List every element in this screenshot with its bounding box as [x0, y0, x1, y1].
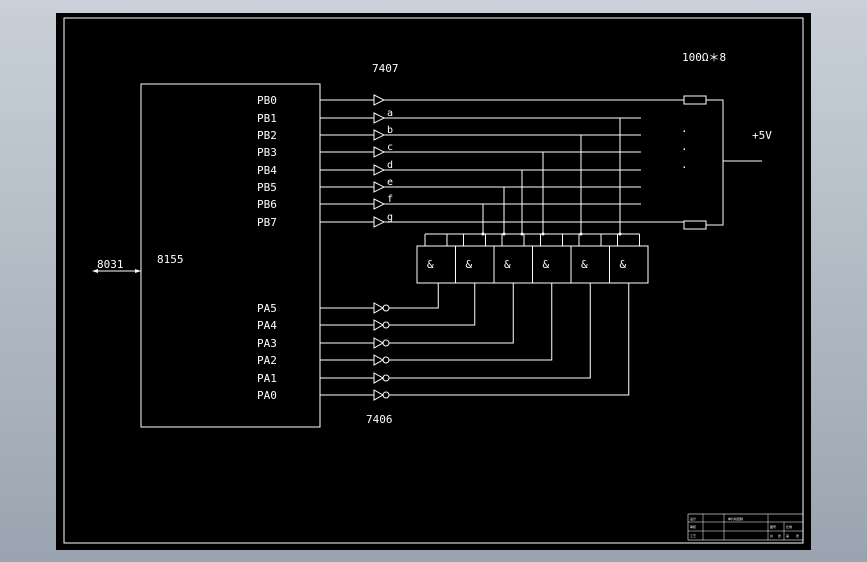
- pa-pin-label: PA1: [257, 372, 277, 385]
- and-gate: [416, 245, 456, 284]
- pb-pin-label: PB3: [257, 146, 277, 159]
- and-gate-group: &&&&&&: [416, 118, 649, 284]
- drawing-frame: [63, 17, 804, 544]
- buffer-gate: [373, 129, 386, 141]
- buffer-gate: [373, 94, 386, 106]
- segment-letter: d: [387, 160, 393, 171]
- and-gate-symbol: &: [581, 258, 588, 271]
- title-block-cell: 共: [770, 533, 773, 538]
- cpu-bus-arrow-right: [135, 269, 141, 273]
- pa-pin-label: PA4: [257, 319, 277, 332]
- and-gate: [570, 245, 610, 284]
- resistor-label: 100Ω＊8: [682, 51, 726, 64]
- supply-label: +5V: [752, 129, 772, 142]
- gate-feed-wire: [389, 283, 591, 379]
- pb-pin-label: PB7: [257, 216, 277, 229]
- cpu-bus-arrow-left: [92, 269, 98, 273]
- gate-feed-wire: [389, 283, 553, 361]
- buffer-gate: [373, 181, 386, 193]
- inverter-gate: [373, 319, 385, 331]
- and-gate: [609, 245, 649, 284]
- resistor-bottom: [683, 220, 707, 230]
- inverter-gate: [373, 389, 385, 401]
- and-gate: [493, 245, 533, 284]
- chip-8155-body: [140, 83, 321, 428]
- and-gate: [455, 245, 495, 284]
- schematic-drawing: 8155 8031 7407 7406 100Ω＊8 +5V . . . PB0…: [63, 17, 804, 544]
- title-block-cell: 张: [796, 533, 799, 538]
- segment-letter: e: [387, 177, 393, 188]
- and-gate: [532, 245, 572, 284]
- inverter-gate: [373, 354, 385, 366]
- resistor-top: [683, 95, 707, 105]
- and-gate-symbol: &: [466, 258, 473, 271]
- tap-junction: [481, 232, 485, 236]
- title-block-cell: 比例: [786, 524, 792, 529]
- chip-8155-label: 8155: [157, 253, 184, 266]
- gate-feed-wire: [389, 283, 514, 344]
- inverter-chip-label: 7406: [366, 413, 393, 426]
- and-gate-symbol: &: [543, 258, 550, 271]
- buffer-gate: [373, 198, 386, 210]
- segment-letter: a: [387, 108, 393, 119]
- title-block-cell: 审核: [690, 524, 696, 529]
- buffer-gate: [373, 146, 386, 158]
- tap-junction: [520, 232, 524, 236]
- pb-pin-label: PB2: [257, 129, 277, 142]
- pa-pin-label: PA5: [257, 302, 277, 315]
- buffer-gate: [373, 216, 386, 228]
- pa-pin-label: PA3: [257, 337, 277, 350]
- ellipsis-dot: .: [681, 140, 688, 153]
- pb-pin-label: PB6: [257, 198, 277, 211]
- pb-pin-label: PB5: [257, 181, 277, 194]
- title-block-cell: 设计: [690, 516, 696, 521]
- and-gate-symbol: &: [504, 258, 511, 271]
- ellipsis-dot: .: [681, 158, 688, 171]
- buffer-chip-label: 7407: [372, 62, 399, 75]
- gate-feed-wire: [389, 283, 630, 396]
- resistor-common-bus: [706, 99, 724, 226]
- ellipsis-dot: .: [681, 122, 688, 135]
- segment-letter: b: [387, 125, 393, 136]
- gate-feed-wire: [389, 283, 439, 309]
- title-block-cell: 工艺: [690, 533, 696, 538]
- tap-junction: [502, 232, 506, 236]
- cad-viewport[interactable]: 8155 8031 7407 7406 100Ω＊8 +5V . . . PB0…: [56, 13, 811, 550]
- inverter-gate: [373, 337, 385, 349]
- title-block-frame: [687, 513, 804, 541]
- gate-feed-wire: [389, 283, 476, 326]
- pb-pin-label: PB0: [257, 94, 277, 107]
- tap-junction: [618, 232, 622, 236]
- segment-letter: g: [387, 212, 393, 223]
- tap-junction: [541, 232, 545, 236]
- and-gate-symbol: &: [427, 258, 434, 271]
- segment-letter: c: [387, 142, 393, 153]
- pa-pin-label: PA0: [257, 389, 277, 402]
- inverter-gate: [373, 302, 385, 314]
- title-block-cell: 第: [786, 533, 789, 538]
- segment-letter: f: [387, 194, 393, 205]
- cpu-label: 8031: [97, 258, 124, 271]
- inverter-gate: [373, 372, 385, 384]
- buffer-gate: [373, 164, 386, 176]
- title-block-cell: 张: [778, 533, 781, 538]
- pb-pin-label: PB1: [257, 112, 277, 125]
- buffer-gate: [373, 112, 386, 124]
- title-block-cell: 图号: [770, 524, 776, 529]
- pb-pin-label: PB4: [257, 164, 277, 177]
- title-block-cell: 单片机控制: [728, 516, 743, 521]
- tap-junction: [579, 232, 583, 236]
- and-gate-symbol: &: [620, 258, 627, 271]
- pa-pin-label: PA2: [257, 354, 277, 367]
- title-block: 设计 审核 工艺 单片机控制 图号 比例 共 张 第 张: [687, 513, 804, 541]
